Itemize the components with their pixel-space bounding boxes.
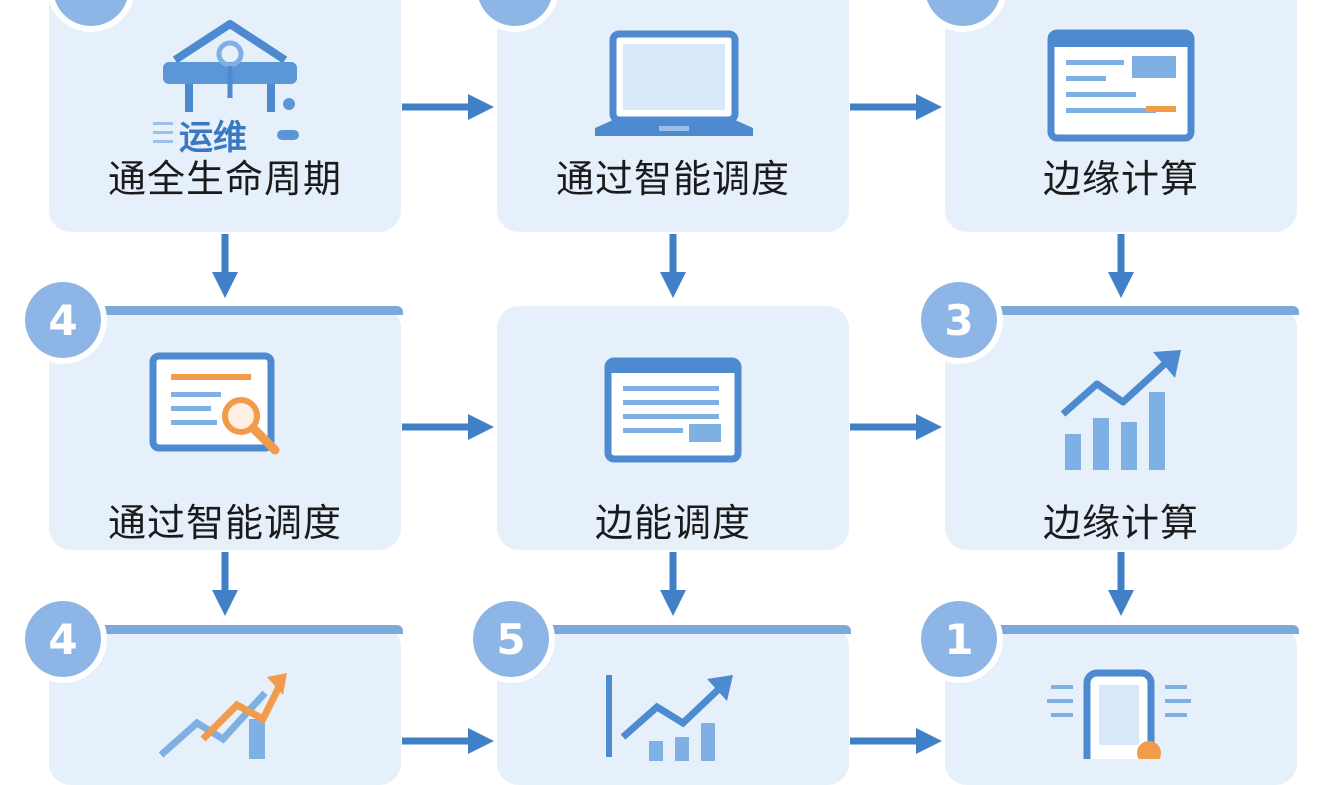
- arrow-right: [850, 728, 942, 754]
- step-label: 边缘计算: [1042, 157, 1199, 201]
- step-badge: [53, 0, 129, 26]
- step-badge: 1: [921, 601, 997, 677]
- step-badge: 3: [921, 282, 997, 358]
- arrow-down: [660, 234, 686, 298]
- house-ops-icon: [163, 20, 297, 112]
- arrow-right: [850, 94, 942, 120]
- growth-chart-icon: [158, 673, 287, 759]
- step-badge: [925, 0, 1001, 26]
- arrow-down: [212, 234, 238, 298]
- step-card-9: 1: [921, 601, 1299, 785]
- step-label: 通过智能调度: [555, 157, 790, 201]
- report-search-icon: [149, 352, 280, 455]
- step-card-2: 通过智能调度: [477, 0, 849, 232]
- arrow-right: [850, 414, 942, 440]
- step-badge: [477, 0, 553, 26]
- step-label: 边缘计算: [1042, 501, 1199, 545]
- step-badge: 5: [473, 601, 549, 677]
- step-card-1: 运维 通全生命周期: [49, 0, 401, 232]
- card-top-bar: [537, 625, 851, 634]
- dots-icon: [277, 98, 299, 140]
- ops-subtext: 运维: [179, 118, 247, 158]
- arrow-down: [212, 552, 238, 616]
- step-badge: 4: [25, 282, 101, 358]
- step-label: 边能调度: [594, 501, 751, 545]
- laptop-icon: [595, 30, 753, 136]
- line-chart-icon: [606, 675, 733, 761]
- growth-bar-chart-icon: [1060, 350, 1181, 470]
- step-label: 通过智能调度: [107, 501, 342, 545]
- card-top-bar: [985, 306, 1299, 315]
- step-badge: 4: [25, 601, 101, 677]
- step-card-6: 3 边缘计算: [921, 282, 1299, 550]
- step-label: 通全生命周期: [107, 157, 342, 201]
- step-card-3: 边缘计算: [925, 0, 1297, 232]
- arrow-down: [1108, 552, 1134, 616]
- step-card-4: 4 通过智能调度: [25, 282, 403, 550]
- lines-icon: [153, 122, 173, 143]
- arrow-down: [1108, 234, 1134, 298]
- step-card-5: 边能调度: [497, 306, 849, 550]
- document-window-icon: [604, 357, 742, 463]
- window-dashboard-icon: [1047, 29, 1195, 142]
- step-card-8: 5: [473, 601, 851, 785]
- arrow-right: [402, 728, 494, 754]
- card-top-bar: [89, 625, 403, 634]
- arrow-down: [660, 552, 686, 616]
- mobile-phone-icon: [1047, 669, 1191, 759]
- arrow-right: [402, 94, 494, 120]
- card-top-bar: [89, 306, 403, 315]
- card-top-bar: [985, 625, 1299, 634]
- step-card-7: 4: [25, 601, 403, 785]
- arrow-right: [402, 414, 494, 440]
